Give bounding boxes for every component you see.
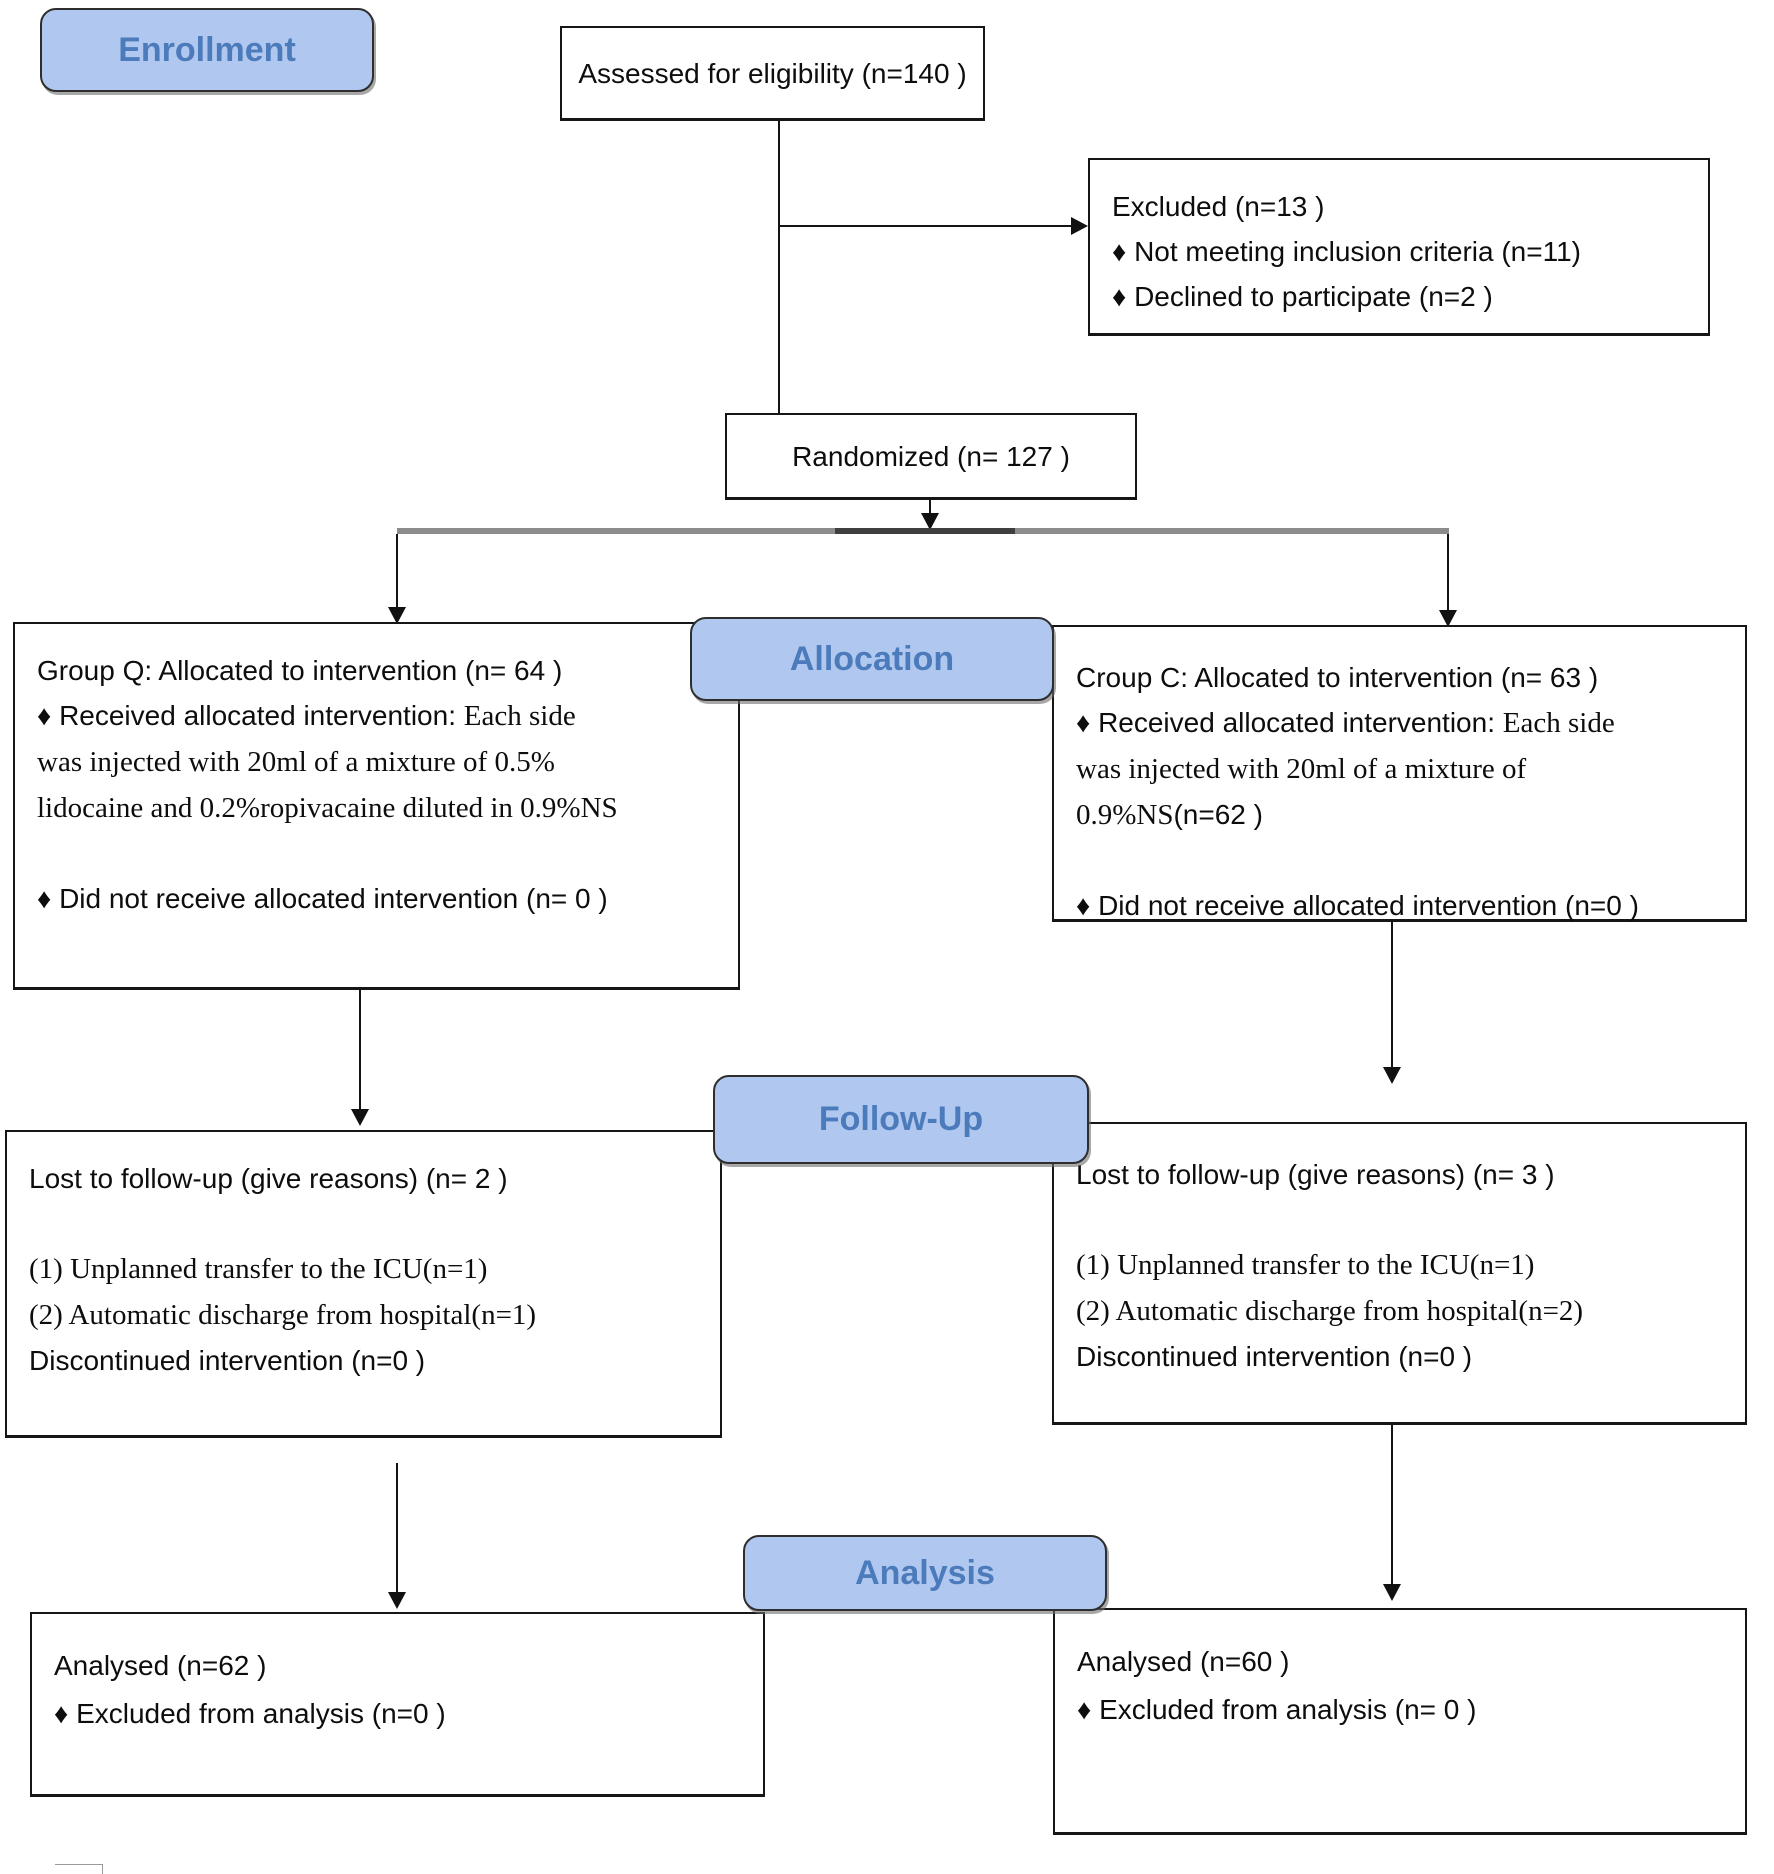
connector-allocation-to-followup-right-line	[1391, 922, 1393, 1067]
allocation-left-box: Group Q: Allocated to intervention (n= 6…	[13, 622, 740, 990]
analysis-left-box: Analysed (n=62 )♦ Excluded from analysis…	[30, 1612, 765, 1797]
enrollment-stage-label: Enrollment	[40, 8, 374, 92]
page-edge-artifact	[55, 1864, 103, 1865]
allocation-right-box: Croup C: Allocated to intervention (n= 6…	[1052, 625, 1747, 922]
analysis-left-box-text: Analysed (n=62 )♦ Excluded from analysis…	[54, 1650, 446, 1729]
followup-left-box-text: Lost to follow-up (give reasons) (n= 2 )…	[29, 1163, 537, 1376]
arrowhead-to-excluded-icon	[1071, 217, 1088, 235]
assessed-box-text: Assessed for eligibility (n=140 )	[578, 57, 967, 89]
followup-right-box-text: Lost to follow-up (give reasons) (n= 3 )…	[1076, 1159, 1584, 1372]
connector-followup-to-analysis-right-line	[1391, 1425, 1393, 1584]
assessed-box: Assessed for eligibility (n=140 )	[560, 26, 985, 121]
arrowhead-to-group-c-icon	[1439, 610, 1457, 627]
allocation-stage-text: Allocation	[789, 639, 955, 678]
arrowhead-randomized-to-split-icon	[921, 513, 939, 530]
connector-to-excluded-line	[778, 225, 1075, 227]
arrowhead-analysis-right-icon	[1383, 1584, 1401, 1601]
allocation-right-box-text: Croup C: Allocated to intervention (n= 6…	[1076, 662, 1639, 921]
allocation-left-box-text: Group Q: Allocated to intervention (n= 6…	[37, 655, 618, 914]
followup-stage-label: Follow-Up	[713, 1075, 1089, 1164]
arrowhead-analysis-left-icon	[388, 1592, 406, 1609]
analysis-stage-text: Analysis	[855, 1553, 995, 1592]
arrowhead-followup-left-icon	[351, 1109, 369, 1126]
connector-split-to-group-c-line	[1447, 534, 1449, 610]
connector-assessed-to-randomized-line	[778, 121, 780, 417]
analysis-right-box-text: Analysed (n=60 )♦ Excluded from analysis…	[1077, 1646, 1477, 1725]
analysis-stage-label: Analysis	[743, 1535, 1107, 1611]
arrowhead-to-group-q-icon	[388, 607, 406, 624]
randomized-box-text: Randomized (n= 127 )	[792, 440, 1070, 472]
connector-split-to-group-q-line	[396, 534, 398, 607]
analysis-right-box: Analysed (n=60 )♦ Excluded from analysis…	[1053, 1608, 1747, 1835]
randomization-split-bar-center	[835, 528, 1015, 534]
followup-stage-text: Follow-Up	[818, 1100, 984, 1138]
allocation-stage-label: Allocation	[690, 617, 1054, 701]
arrowhead-followup-right-icon	[1383, 1067, 1401, 1084]
page-edge-artifact-tick	[102, 1864, 103, 1874]
connector-followup-to-analysis-left-line	[396, 1463, 398, 1592]
excluded-box-text: Excluded (n=13 )♦ Not meeting inclusion …	[1112, 191, 1581, 312]
connector-randomized-to-split-line	[929, 500, 931, 514]
connector-allocation-to-followup-left-line	[359, 990, 361, 1109]
randomized-box: Randomized (n= 127 )	[725, 413, 1137, 500]
followup-right-box: Lost to follow-up (give reasons) (n= 3 )…	[1052, 1122, 1747, 1425]
excluded-box: Excluded (n=13 )♦ Not meeting inclusion …	[1088, 158, 1710, 336]
enrollment-stage-text: Enrollment	[118, 30, 296, 69]
followup-left-box: Lost to follow-up (give reasons) (n= 2 )…	[5, 1130, 722, 1438]
